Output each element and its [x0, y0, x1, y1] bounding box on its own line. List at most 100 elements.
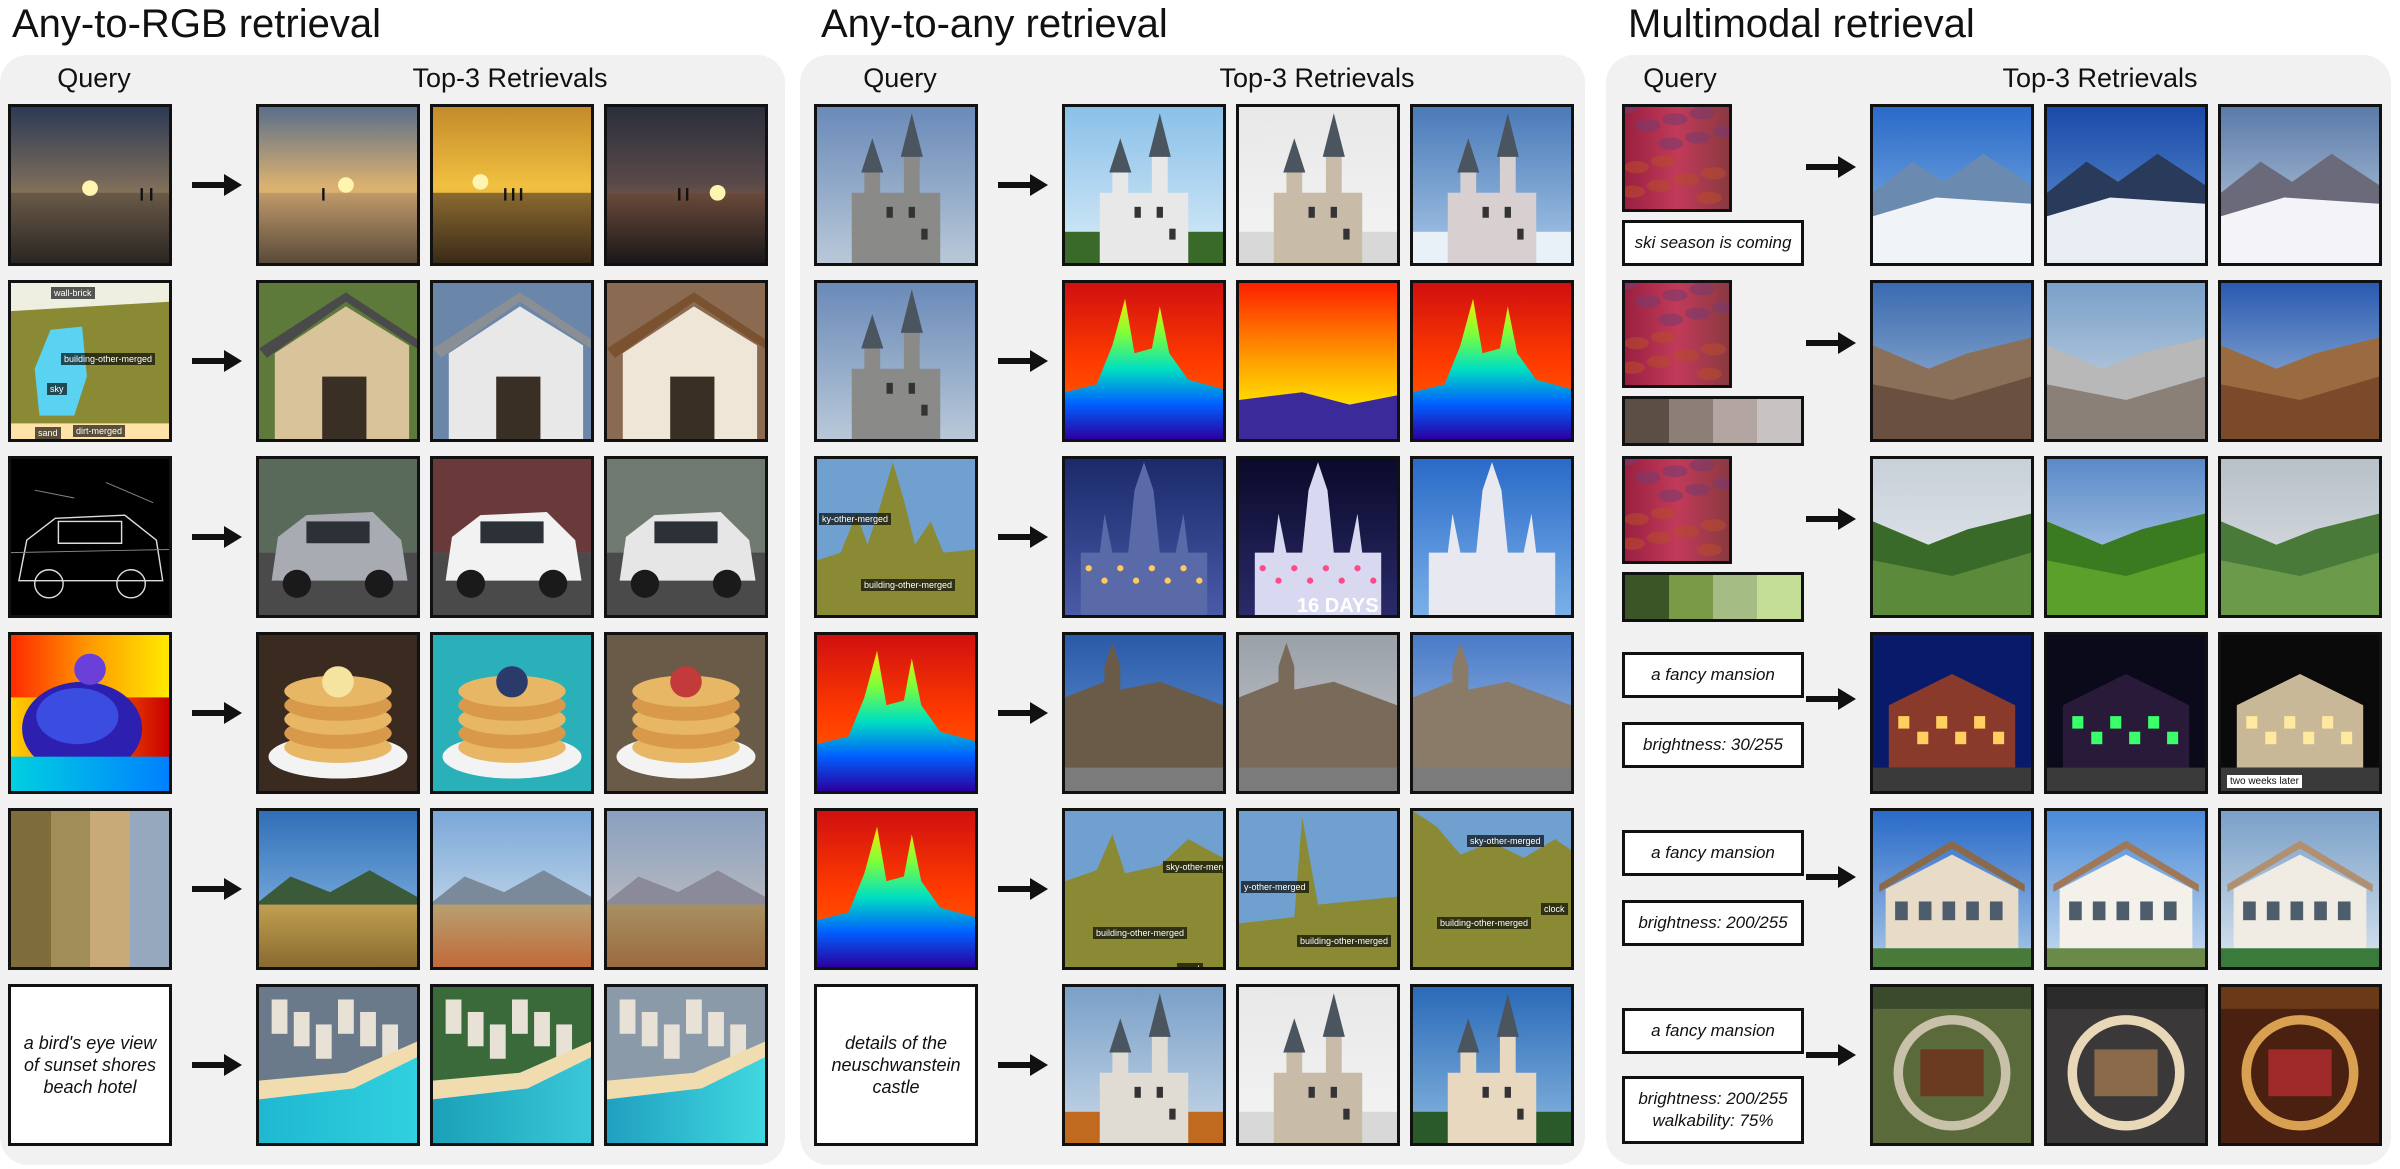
query-text-brightness: brightness: 30/255: [1622, 722, 1804, 768]
arrow-right-icon: [998, 526, 1048, 548]
palette-swatch: [1625, 399, 1669, 443]
query-header: Query: [57, 63, 131, 93]
segment-label: y-other-merged: [1241, 881, 1309, 893]
result-image: [2218, 456, 2382, 618]
arrow-right-icon: [1806, 866, 1856, 888]
arrow-right-icon: [1806, 688, 1856, 710]
result-image: [256, 984, 420, 1146]
query-rgb-castle: [814, 104, 978, 266]
result-image: [604, 456, 768, 618]
result-image: [604, 632, 768, 794]
segment-label: dirt-merged: [73, 425, 126, 437]
result-image: [1870, 984, 2034, 1146]
arrow-right-icon: [192, 702, 242, 724]
result-image: [430, 104, 594, 266]
segment-label: building-other-merged: [1093, 927, 1188, 939]
result-image: [1870, 808, 2034, 970]
result-image: [604, 808, 768, 970]
query-edges-car: [8, 456, 172, 618]
result-image: [1236, 632, 1400, 794]
result-image: [1870, 280, 2034, 442]
arrow-right-icon: [1806, 508, 1856, 530]
segment-label: clock: [1541, 903, 1568, 915]
arrow-right-icon: [192, 174, 242, 196]
arrow-right-icon: [1806, 1044, 1856, 1066]
result-image: [2044, 280, 2208, 442]
result-image: [430, 456, 594, 618]
result-image: [1062, 984, 1226, 1146]
result-image: [1062, 456, 1226, 618]
query-depth-castle: [814, 632, 978, 794]
arrow-right-icon: [998, 702, 1048, 724]
results-header: Top-3 Retrievals: [1219, 63, 1415, 93]
query-color-palette: [1622, 396, 1804, 446]
result-image: [1870, 632, 2034, 794]
result-depth: [1410, 280, 1574, 442]
segment-label: building-other-merged: [861, 579, 956, 591]
result-image: [2044, 104, 2208, 266]
section-title: Any-to-RGB retrieval: [12, 2, 381, 46]
result-image: [430, 280, 594, 442]
query-rgb-castle: [814, 280, 978, 442]
palette-swatch: [1669, 575, 1713, 619]
palette-swatch: [90, 811, 130, 967]
result-image: [430, 632, 594, 794]
result-depth: [1062, 280, 1226, 442]
segment-label: sky-other-merg: [1163, 861, 1223, 873]
palette-swatch: [11, 811, 51, 967]
query-color-palette: [1622, 572, 1804, 622]
arrow-right-icon: [998, 350, 1048, 372]
result-image: [430, 984, 594, 1146]
result-image: [2044, 984, 2208, 1146]
result-image: [2218, 104, 2382, 266]
result-image: [604, 104, 768, 266]
palette-swatch: [1757, 575, 1801, 619]
section-title: Multimodal retrieval: [1628, 2, 1975, 46]
palette-swatch: [1669, 399, 1713, 443]
query-heatmap: [1622, 456, 1732, 564]
query-rgb-sunset: [8, 104, 172, 266]
result-image: [256, 456, 420, 618]
arrow-right-icon: [192, 526, 242, 548]
result-image: [1870, 456, 2034, 618]
palette-swatch: [1713, 399, 1757, 443]
result-image: [2044, 632, 2208, 794]
result-image: 16 DAYS: [1236, 456, 1400, 618]
overlay-text: 16 DAYS: [1297, 595, 1379, 617]
arrow-right-icon: [998, 878, 1048, 900]
result-image: [604, 280, 768, 442]
result-image: [2218, 808, 2382, 970]
query-color-palette: [8, 808, 172, 970]
query-heatmap: [1622, 104, 1732, 212]
section-title: Any-to-any retrieval: [821, 2, 1168, 46]
query-text-brightness: brightness: 200/255: [1622, 900, 1804, 946]
arrow-right-icon: [998, 1054, 1048, 1076]
palette-swatch: [1625, 575, 1669, 619]
palette-swatch: [1713, 575, 1757, 619]
palette-swatch: [1757, 399, 1801, 443]
query-text-brightness: brightness: 200/255 walkability: 75%: [1622, 1076, 1804, 1144]
result-image: [1410, 632, 1574, 794]
segment-label: sky: [47, 383, 67, 395]
results-header: Top-3 Retrievals: [412, 63, 608, 93]
query-text-castle: details of the neuschwanstein castle: [814, 984, 978, 1146]
result-image: [1062, 104, 1226, 266]
query-depth-pancakes: [8, 632, 172, 794]
result-image: [2218, 280, 2382, 442]
arrow-right-icon: [192, 350, 242, 372]
result-image: [1062, 632, 1226, 794]
segment-label: building-other-merged: [1297, 935, 1392, 947]
result-image: [2044, 456, 2208, 618]
query-text-beach: a bird's eye view of sunset shores beach…: [8, 984, 172, 1146]
query-header: Query: [863, 63, 937, 93]
result-image: two weeks later: [2218, 632, 2382, 794]
result-image: [1236, 984, 1400, 1146]
result-image: [604, 984, 768, 1146]
result-image: [256, 104, 420, 266]
query-text-mansion: a fancy mansion: [1622, 830, 1804, 876]
result-segmentation: y-other-merged building-other-merged: [1236, 808, 1400, 970]
results-header: Top-3 Retrievals: [2002, 63, 2198, 93]
result-image: [256, 808, 420, 970]
